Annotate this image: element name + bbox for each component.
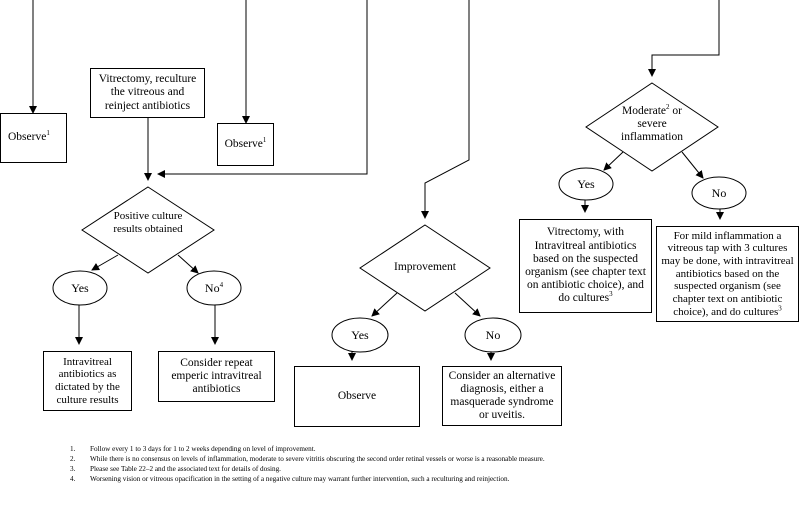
oval-no-left <box>186 270 242 306</box>
yes-right-label: Yes <box>577 177 595 191</box>
no-center-label: No <box>485 328 501 342</box>
yes-center-label: Yes <box>351 328 369 342</box>
box-observe-left: Observe1 <box>0 113 67 163</box>
box-observe-mid: Observe1 <box>217 123 274 166</box>
box-mild-inflammation: For mild inflammation a vitreous tap wit… <box>656 226 799 322</box>
oval-no-center <box>464 317 522 353</box>
box-consider-alternative: Consider an alternative diagnosis, eithe… <box>442 366 562 426</box>
no-left-label: No4 <box>204 281 224 295</box>
decision-moderate-label: Moderate2 or severe inflammation <box>621 103 683 144</box>
box-vitrectomy-intravitreal: Vitrectomy, with Intravitreal antibiotic… <box>519 219 652 313</box>
no-right-label: No <box>711 186 727 200</box>
box-observe-center: Observe <box>294 366 420 427</box>
arrow-to-moderate <box>648 0 720 77</box>
diamond-moderate <box>585 82 719 172</box>
footnote-1: 1.Follow every 1 to 3 days for 1 to 2 we… <box>70 445 316 453</box>
footnote-3: 3.Please see Table 22–2 and the associat… <box>70 464 281 473</box>
box-consider-repeat: Consider repeat emperic intravitreal ant… <box>158 351 275 402</box>
oval-yes-center <box>331 317 389 353</box>
oval-yes-left <box>52 270 108 306</box>
footnote-4: 4.Worsening vision or vitreous opacifica… <box>70 474 510 483</box>
decision-improvement-label: Improvement <box>394 261 456 273</box>
box-vitrectomy-reculture: Vitrectomy, reculture the vitreous and r… <box>90 68 205 118</box>
diamond-positive-culture <box>81 186 215 274</box>
footnote-2: 2.While there is no consensus on levels … <box>70 454 545 463</box>
oval-yes-right <box>558 167 614 201</box>
arrow-to-improvement <box>421 0 470 219</box>
box-intravitreal-culture: Intravitreal antibiotics as dictated by … <box>43 351 132 411</box>
arrow-from-top-to-decision <box>157 0 368 178</box>
oval-no-right <box>691 176 747 210</box>
footnotes: 1.Follow every 1 to 3 days for 1 to 2 we… <box>70 445 590 485</box>
diamond-improvement <box>359 224 491 312</box>
yes-left-label: Yes <box>71 281 89 295</box>
decision-positive-culture-label: Positive culture results obtained <box>113 210 183 235</box>
observe-left-text: Observe <box>8 131 47 144</box>
